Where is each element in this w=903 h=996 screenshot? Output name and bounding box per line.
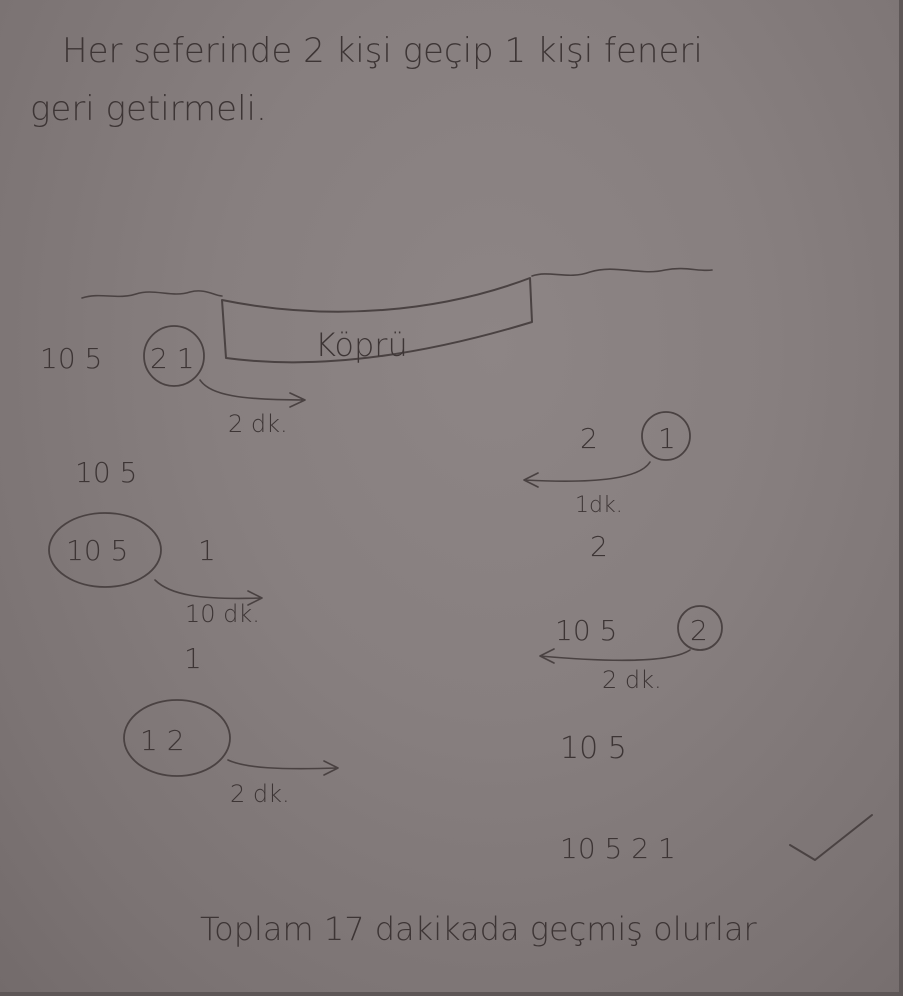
left-step1-time: 2 dk. — [228, 410, 288, 438]
left-step1-circle — [143, 325, 205, 387]
right-final-group: 10 5 2 1 — [560, 832, 676, 865]
left-step3-circled: 10 5 — [66, 534, 128, 567]
left-river-bank — [81, 290, 223, 299]
left-step4-remaining: 1 — [184, 642, 202, 675]
right-step3-group: 10 5 — [555, 614, 617, 647]
right-step2-remaining: 2 — [590, 530, 608, 563]
left-step2-remaining: 10 5 — [75, 456, 137, 489]
conclusion-text: Toplam 17 dakikada geçmiş olurlar — [200, 910, 758, 948]
bridge-drawing — [221, 277, 533, 364]
left-step1-group: 10 5 — [40, 342, 102, 375]
right-step3-arrow — [539, 648, 691, 664]
right-step1-group: 2 — [580, 422, 598, 455]
right-step3-circle — [677, 605, 723, 651]
right-river-bank — [531, 267, 713, 277]
right-step1-circle — [641, 411, 691, 461]
checkmark-icon — [789, 814, 873, 861]
left-step1-circled: 2 1 — [150, 342, 195, 375]
left-step5-circled: 1 2 — [140, 724, 185, 757]
left-step5-circle — [123, 699, 231, 777]
bridge-label: Köprü — [315, 326, 408, 364]
right-step1-arrow — [523, 461, 651, 488]
right-step1-time: 1dk. — [575, 493, 623, 518]
right-step3-time: 2 dk. — [602, 666, 662, 694]
right-step3-circled: 2 — [690, 614, 708, 647]
right-step4-remaining: 10 5 — [560, 731, 627, 766]
left-step1-arrow — [199, 379, 306, 408]
left-step5-time: 2 dk. — [230, 780, 290, 808]
heading-line-1: Her seferinde 2 kişi geçip 1 kişi feneri — [62, 31, 703, 71]
left-step3-time: 10 dk. — [185, 600, 260, 628]
left-step3-circle — [48, 512, 162, 588]
heading-line-2: geri getirmeli. — [30, 89, 267, 129]
left-step5-arrow — [227, 759, 339, 776]
left-step3-other: 1 — [198, 534, 216, 567]
left-step3-arrow — [154, 579, 263, 606]
right-step1-circled: 1 — [658, 422, 676, 455]
